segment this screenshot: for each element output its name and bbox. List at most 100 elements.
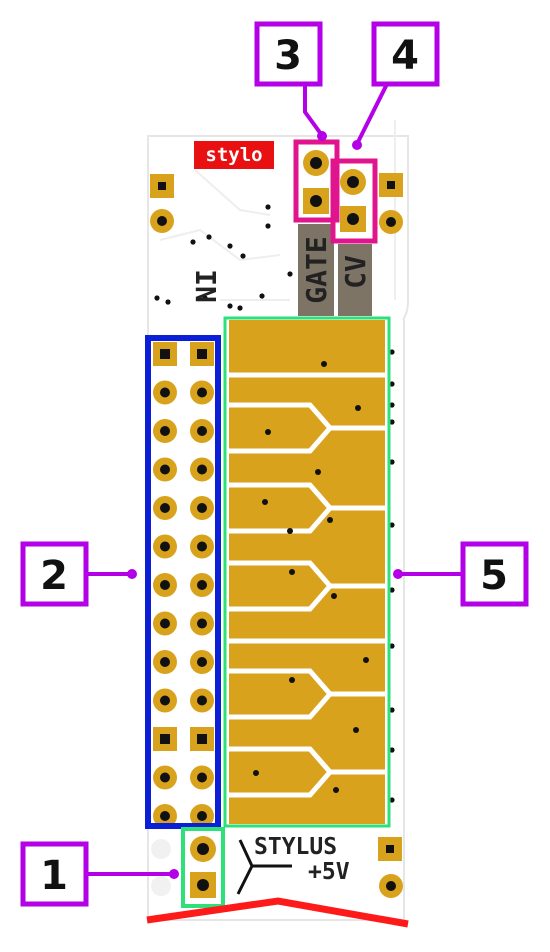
header-pin — [190, 611, 214, 636]
callout-1: 1 — [20, 841, 89, 907]
logo-text: stylo — [205, 144, 262, 166]
header-pin — [153, 342, 177, 366]
via — [389, 381, 395, 387]
callout-4-number: 4 — [391, 33, 419, 79]
header-pin — [190, 534, 214, 559]
header-pin — [153, 611, 177, 636]
touch-gap — [229, 402, 385, 454]
top-left-pads — [150, 174, 174, 233]
header-pin — [153, 419, 177, 443]
via — [237, 305, 243, 311]
via — [265, 204, 271, 210]
cv-jack-pads — [330, 158, 378, 244]
power-label-text: +5V — [308, 859, 350, 885]
gate-jack-pads — [293, 139, 340, 223]
via — [389, 402, 395, 408]
stylus-pads — [151, 827, 225, 908]
callout-3: 3 — [254, 21, 323, 87]
touch-via — [289, 569, 295, 575]
callout-5: 5 — [460, 541, 529, 607]
callout-5-number: 5 — [480, 553, 508, 599]
touch-via — [327, 517, 333, 523]
vias — [154, 204, 395, 803]
pcb-traces — [159, 120, 396, 301]
header-pin — [153, 457, 177, 482]
header-pin — [153, 573, 177, 597]
header-pin — [190, 342, 214, 366]
touch-via — [321, 361, 327, 367]
via — [206, 234, 212, 240]
via — [227, 243, 233, 249]
via — [389, 522, 395, 528]
touch-gap — [229, 560, 385, 612]
touch-via — [315, 469, 321, 475]
callout-4: 4 — [371, 21, 440, 87]
touch-via — [355, 405, 361, 411]
touch-via — [333, 787, 339, 793]
callout-3-number: 3 — [274, 33, 302, 79]
header-pin — [190, 765, 214, 790]
header-pin — [190, 419, 214, 443]
via — [389, 747, 395, 753]
edge-cut-line — [146, 897, 409, 928]
header-pin — [153, 534, 177, 559]
via — [240, 253, 246, 259]
cv-label-text: CV — [339, 255, 372, 289]
header-pin — [190, 457, 214, 482]
header-pin — [153, 765, 177, 790]
via — [389, 707, 395, 713]
via — [389, 643, 395, 649]
header-pin — [190, 496, 214, 520]
header-box — [145, 335, 221, 829]
touch-strip-box — [223, 316, 391, 828]
header-pin — [153, 496, 177, 520]
in-label: IN — [189, 269, 222, 303]
via — [227, 303, 233, 309]
touch-via — [253, 770, 259, 776]
gate-jack-box — [293, 139, 340, 223]
via — [190, 239, 196, 245]
stylus-label-text: STYLUS — [254, 834, 337, 860]
touch-via — [287, 528, 293, 534]
touch-strip-vias — [253, 361, 369, 793]
touch-via — [289, 677, 295, 683]
touch-gap — [229, 482, 385, 534]
touch-strip — [229, 320, 385, 824]
touch-via — [353, 727, 359, 733]
via — [287, 271, 293, 277]
stylus-box — [181, 827, 225, 908]
header-pin — [190, 380, 214, 405]
touch-via — [331, 593, 337, 599]
stylo-logo: stylo — [194, 141, 274, 169]
via — [202, 295, 208, 301]
touch-via — [262, 499, 268, 505]
via — [389, 587, 395, 593]
callout-1-number: 1 — [40, 853, 68, 899]
header-pin — [190, 573, 214, 597]
via — [265, 223, 271, 229]
stylus-silk: STYLUS +5V — [236, 834, 350, 895]
callout-2-number: 2 — [40, 553, 68, 599]
header-pin — [153, 688, 177, 713]
gate-label-text: GATE — [300, 236, 333, 303]
touch-gap — [229, 746, 385, 798]
via — [165, 299, 171, 305]
via — [389, 797, 395, 803]
header-pin — [190, 688, 214, 713]
header-pin — [190, 650, 214, 674]
gate-cv-labels: GATE CV — [298, 224, 372, 316]
via — [389, 349, 395, 355]
header-pin — [190, 804, 214, 828]
touch-strip-gaps — [229, 372, 385, 798]
top-right-pads — [379, 173, 403, 234]
via — [389, 419, 395, 425]
via — [389, 459, 395, 465]
touch-via — [265, 429, 271, 435]
via — [259, 293, 265, 299]
header-pins — [153, 342, 214, 828]
touch-gap — [229, 668, 385, 720]
callout-leaders — [86, 81, 462, 876]
callout-dots — [127, 131, 403, 879]
in-label-text: IN — [189, 269, 222, 303]
